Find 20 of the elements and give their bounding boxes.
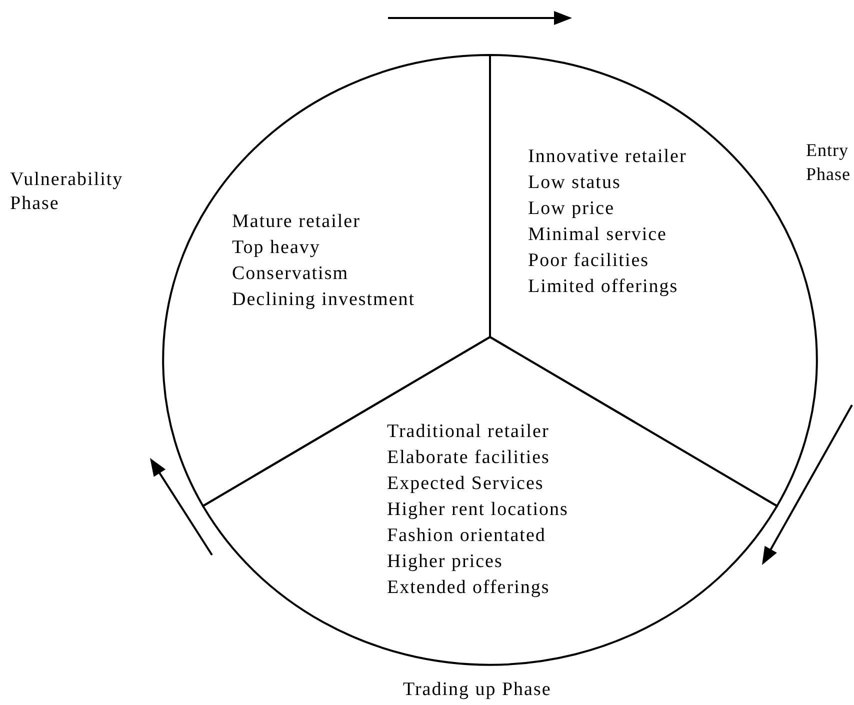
sector-text: Conservatism: [232, 264, 348, 283]
sector-text: Mature retailer: [232, 212, 360, 231]
sector-text: Higher rent locations: [387, 500, 568, 519]
sector-text: Higher prices: [387, 552, 503, 571]
sector-text: Fashion orientated: [387, 526, 546, 545]
phase-label: Entry Phase: [806, 139, 850, 186]
phase-label: Trading up Phase: [403, 678, 552, 702]
sector-text: Top heavy: [232, 238, 320, 257]
sector-text: Low status: [528, 173, 621, 192]
sector-text: Expected Services: [387, 474, 544, 493]
sector-text: Low price: [528, 199, 615, 218]
sector-text: Declining investment: [232, 290, 416, 309]
sector-text: Limited offerings: [528, 277, 678, 296]
sector-text: Elaborate facilities: [387, 448, 550, 467]
sector-text: Minimal service: [528, 225, 667, 244]
sector-text: Traditional retailer: [387, 422, 550, 441]
sector-text: Extended offerings: [387, 578, 550, 597]
phase-label: Vulnerability Phase: [10, 168, 124, 216]
sector-text: Innovative retailer: [528, 147, 687, 166]
sector-text: Poor facilities: [528, 251, 650, 270]
